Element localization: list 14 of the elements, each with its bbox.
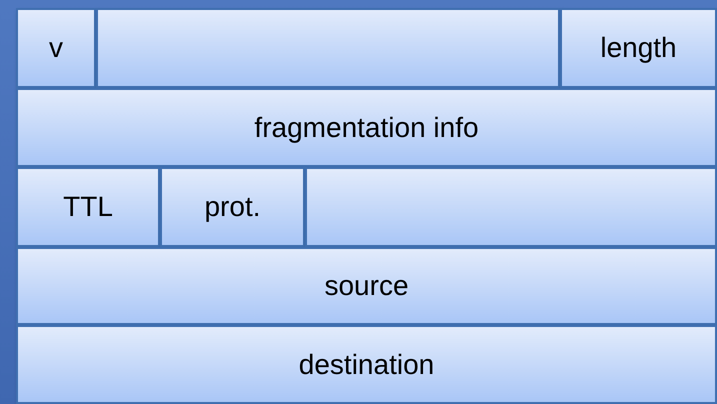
field-box <box>16 88 717 167</box>
field-box <box>560 8 717 88</box>
field-box <box>16 167 160 247</box>
field-box <box>160 167 305 247</box>
field-label: prot. <box>204 193 261 221</box>
field-box <box>16 8 96 88</box>
field-label: length <box>600 34 677 62</box>
field-label: destination <box>298 350 434 378</box>
field-box <box>16 247 717 325</box>
field-label: fragmentation info <box>254 114 479 142</box>
field-label: v <box>49 34 63 62</box>
field-label: TTL <box>63 193 113 221</box>
field-label: source <box>324 272 409 300</box>
field-box <box>16 325 717 404</box>
